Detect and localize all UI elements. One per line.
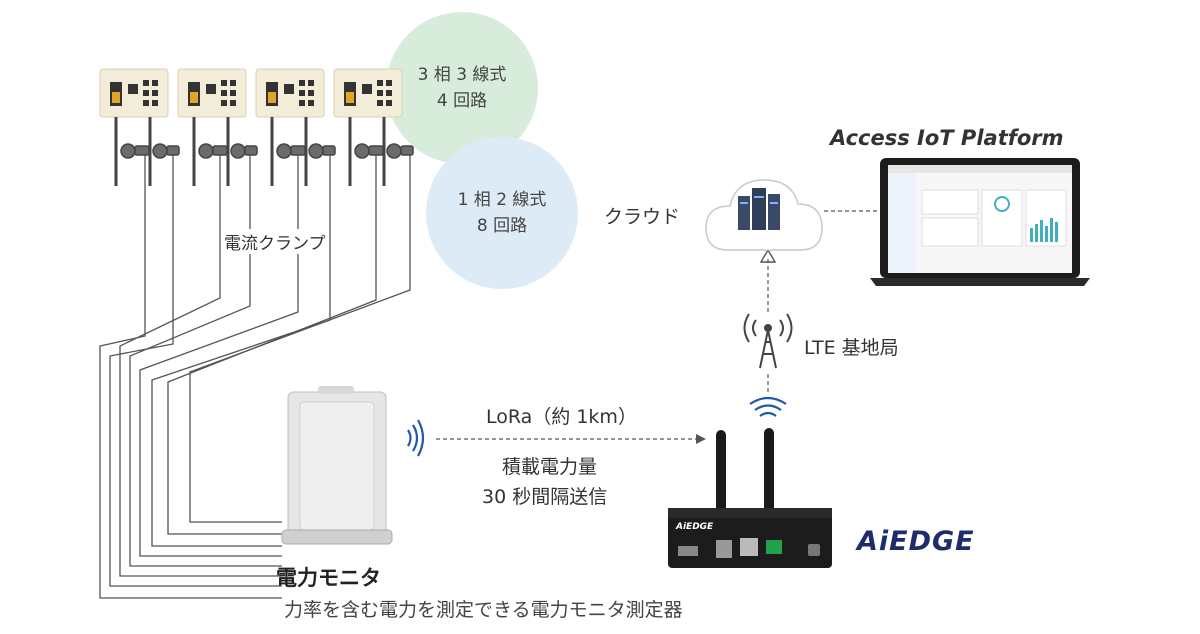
laptop-platform <box>870 158 1090 286</box>
lte-label: LTE 基地局 <box>804 337 899 359</box>
three-phase-line2: 4 回路 <box>436 91 488 111</box>
aiedge-gateway <box>668 428 832 568</box>
current-clamps <box>114 117 386 186</box>
lora-signal-icon <box>407 419 425 457</box>
device-name: 電力モニタ <box>276 566 381 590</box>
three-phase-line1: 3 相 3 線式 <box>417 65 507 85</box>
lora-label: LoRa（約 1km） <box>486 406 637 428</box>
bubble-three-phase-text: 3 相 3 線式 4 回路 <box>392 62 532 114</box>
gateway-brand: AiEDGE <box>676 522 714 532</box>
single-phase-line1: 1 相 2 線式 <box>457 190 547 210</box>
cloud-label: クラウド <box>604 206 681 228</box>
lora-link-arrow <box>436 434 706 444</box>
gateway-signal-icon <box>749 396 787 417</box>
clamp-label: 電流クランプ <box>222 229 328 254</box>
single-phase-line2: 8 回路 <box>476 216 528 236</box>
breaker-3 <box>255 68 325 118</box>
bubble-three-phase <box>386 12 538 164</box>
clamp-heads <box>120 143 414 159</box>
device-description: 力率を含む電力を測定できる電力モニタ測定器 <box>284 599 683 621</box>
cloud-icon <box>705 179 823 251</box>
uplink-arrowhead <box>759 248 777 263</box>
aiedge-logo: AiEDGE <box>857 526 975 557</box>
payload-line1: 積載電力量 <box>502 456 598 478</box>
power-monitor-device <box>281 386 393 545</box>
breaker-2 <box>177 68 247 118</box>
bubble-single-phase <box>426 137 578 289</box>
payload-line2: 30 秒間隔送信 <box>482 486 608 508</box>
clamp-wires <box>99 152 411 599</box>
platform-title: Access IoT Platform <box>830 126 1064 150</box>
breaker-1 <box>99 68 169 118</box>
breaker-4 <box>333 68 403 118</box>
lte-tower-icon <box>743 313 793 369</box>
bubble-single-phase-text: 1 相 2 線式 8 回路 <box>432 187 572 239</box>
